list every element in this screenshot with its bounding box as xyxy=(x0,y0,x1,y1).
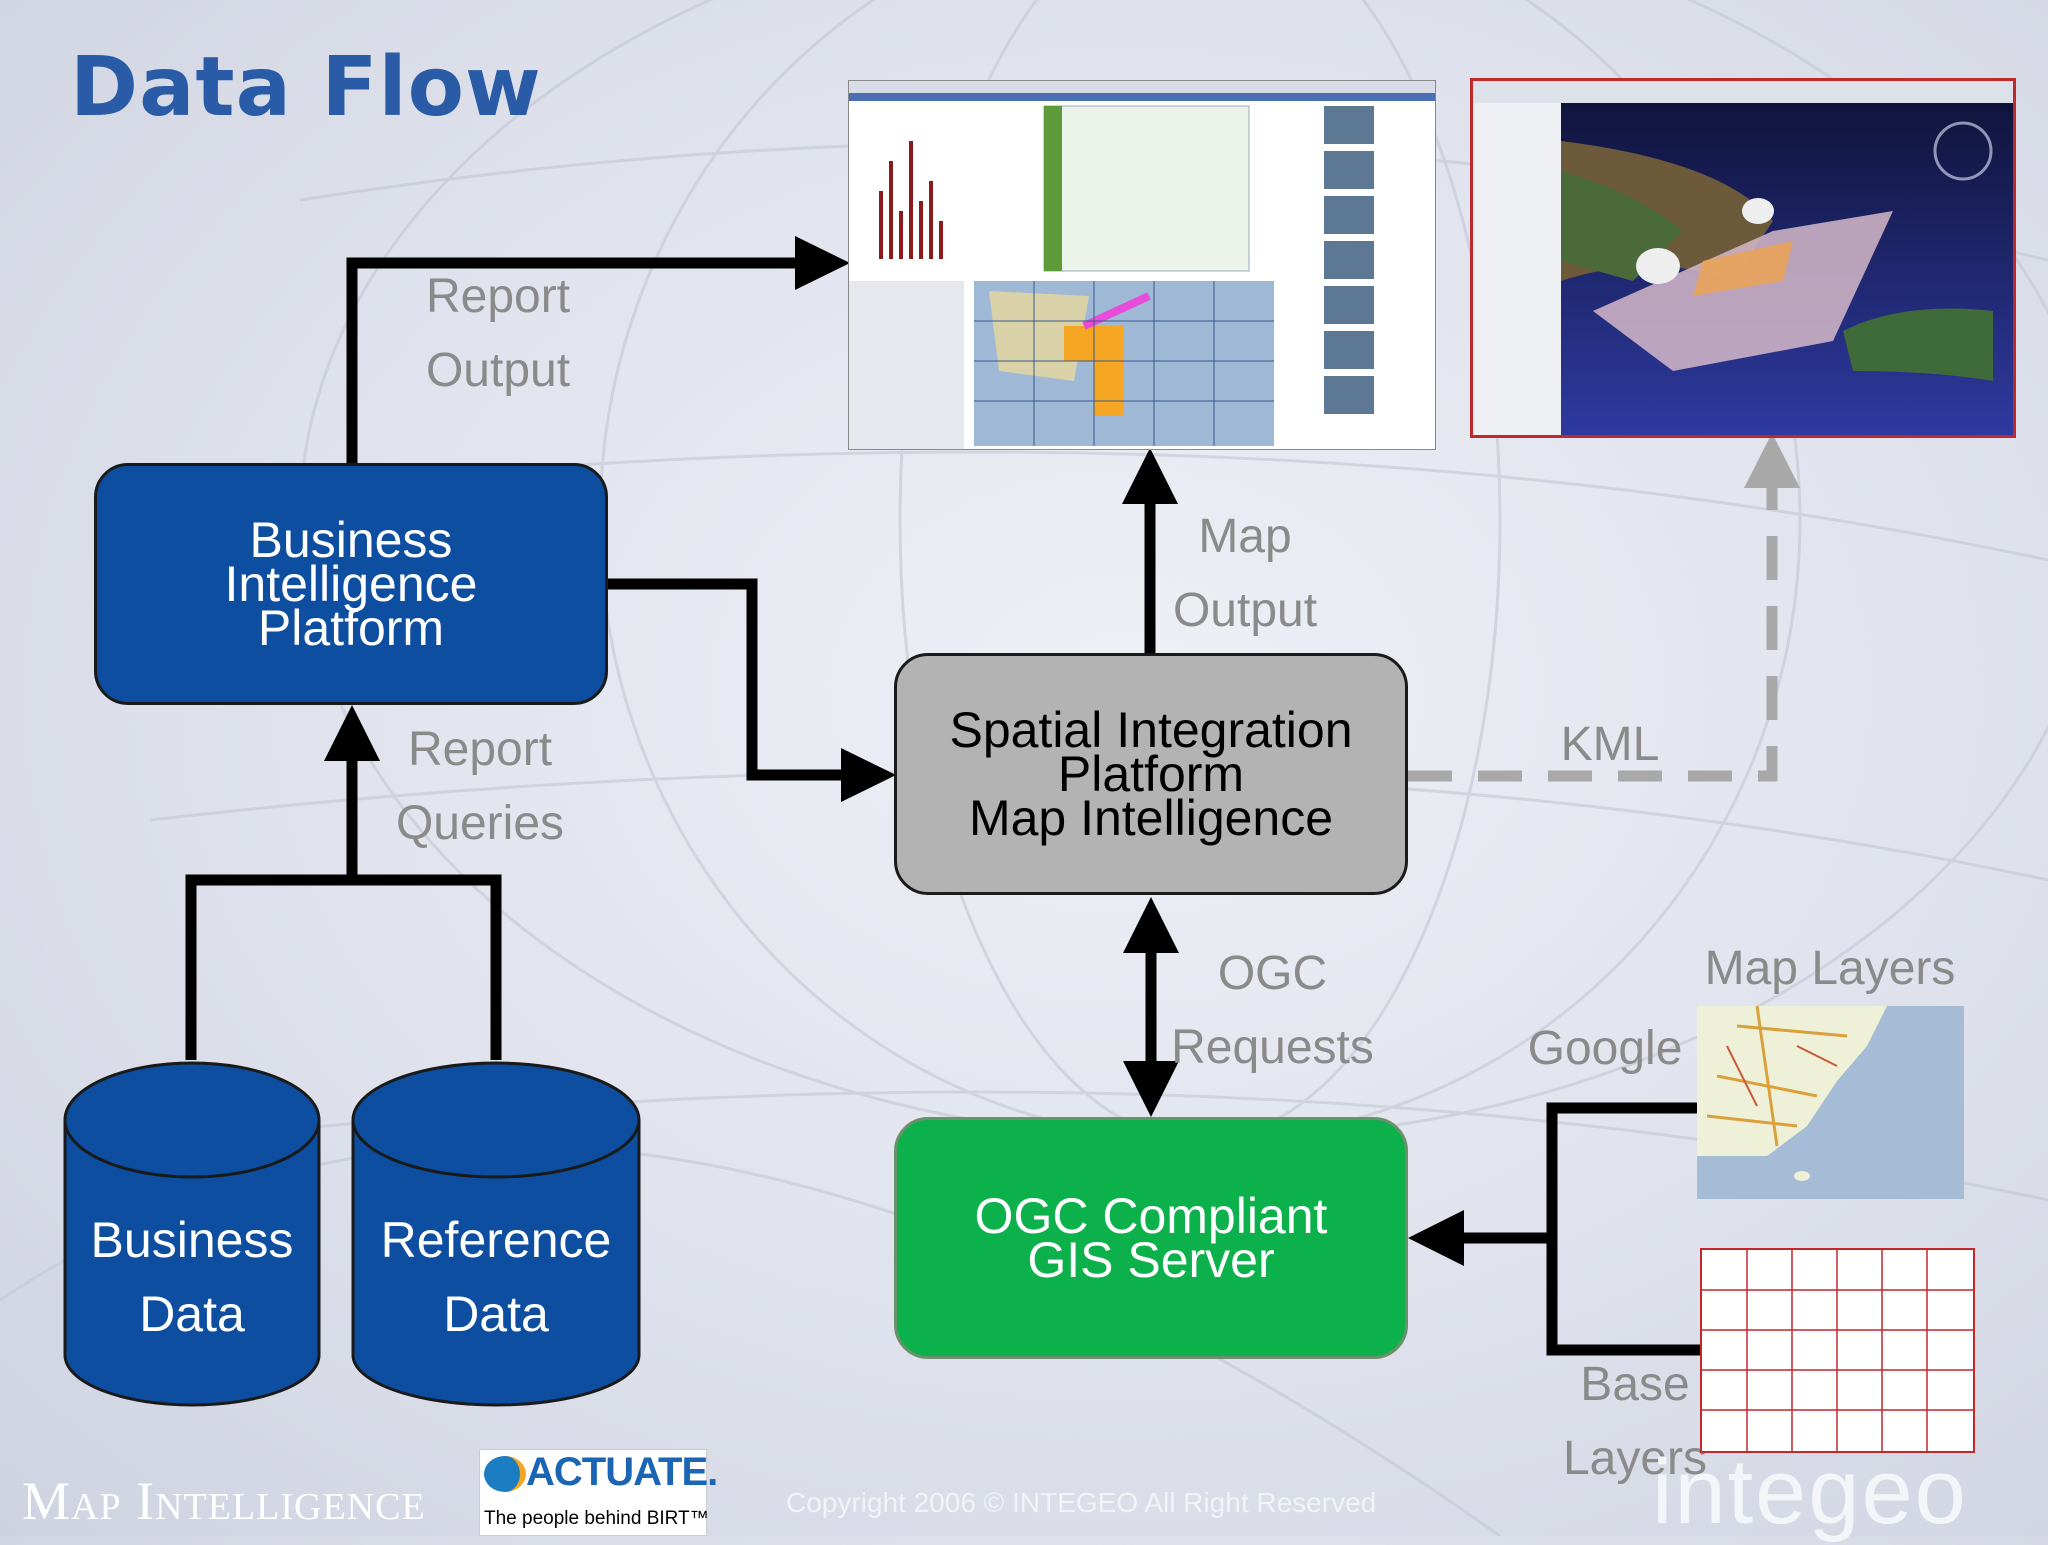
arrowhead-ogc-down xyxy=(1123,1061,1179,1117)
base-layer-grid-thumbnail xyxy=(1700,1248,1975,1453)
connector-bi-to-sip xyxy=(608,578,845,781)
actuate-swirl-icon xyxy=(484,1456,526,1492)
google-earth-thumbnail xyxy=(1470,78,2016,438)
integeo-logo: integeo xyxy=(1652,1441,1968,1543)
connector-layers xyxy=(1546,1102,1700,1356)
arrowhead-gis-in xyxy=(1408,1210,1464,1266)
connector-bi-to-report xyxy=(346,257,800,463)
actuate-logo: ACTUATE. The people behind BIRT™ xyxy=(479,1449,718,1536)
business-data-label: Business Data xyxy=(90,1212,294,1342)
map-layers-label: Map Layers xyxy=(1704,942,1956,995)
spatial-integration-box: Spatial Integration Platform Map Intelli… xyxy=(894,653,1408,895)
actuate-tagline: The people behind BIRT™ xyxy=(484,1508,709,1529)
arrowhead-report-output xyxy=(795,236,850,290)
report-output-thumbnail xyxy=(848,80,1436,450)
arrowhead-sip-in xyxy=(841,748,896,802)
report-queries-label: Report Queries xyxy=(395,723,565,850)
arrowhead-map-output xyxy=(1122,448,1178,504)
map-output-label: Map Output xyxy=(1172,510,1318,637)
ogc-requests-label: OGC Requests xyxy=(1171,947,1374,1074)
bi-platform-box: Business Intelligence Platform xyxy=(94,463,608,705)
actuate-name: ACTUATE. xyxy=(526,1450,718,1494)
arrowhead-bi-in xyxy=(324,705,380,761)
google-map-layer-thumbnail xyxy=(1697,1006,1964,1199)
reference-data-cylinder xyxy=(351,1061,641,1407)
google-label: Google xyxy=(1527,1022,1683,1075)
report-output-label: Report Output xyxy=(425,270,571,397)
connector-databases xyxy=(185,874,502,1060)
arrowhead-ogc-up xyxy=(1123,897,1179,953)
gis-server-box: OGC Compliant GIS Server xyxy=(894,1117,1408,1359)
business-data-cylinder xyxy=(63,1061,321,1407)
reference-data-label: Reference Data xyxy=(380,1212,612,1342)
base-layers-label: Base Layers xyxy=(1562,1358,1708,1485)
arrowhead-kml xyxy=(1744,433,1800,488)
brand-wordmark: Map Intelligence xyxy=(22,1471,426,1531)
page-title: Data Flow xyxy=(70,40,542,135)
copyright-text: Copyright 2006 © INTEGEO All Right Reser… xyxy=(786,1487,1377,1518)
kml-label: KML xyxy=(1560,718,1660,771)
connector-kml xyxy=(1408,480,1778,782)
